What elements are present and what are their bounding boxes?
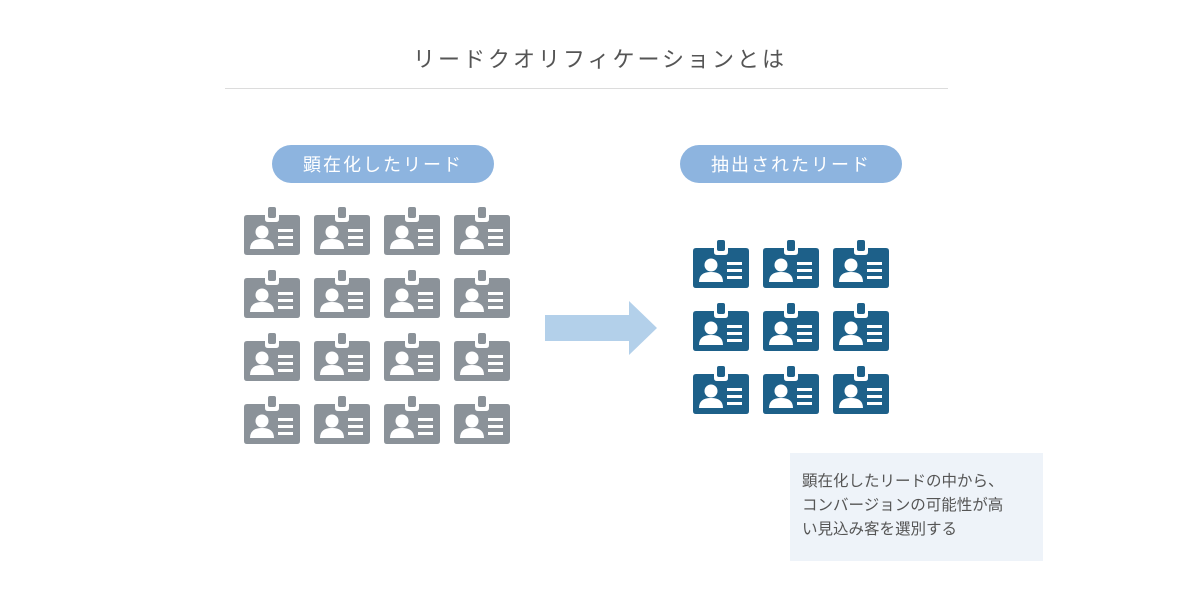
- right-lead-id-badge-icon: [693, 240, 749, 288]
- note-line: い見込み客を選別する: [802, 520, 958, 538]
- right-lead-id-badge-icon: [763, 240, 819, 288]
- left-lead-id-badge-icon: [314, 396, 370, 444]
- left-lead-id-badge-icon: [244, 396, 300, 444]
- left-lead-id-badge-icon: [454, 333, 510, 381]
- left-lead-id-badge-icon: [314, 333, 370, 381]
- description-note: 顕在化したリードの中から、 コンバージョンの可能性が高 い見込み客を選別する: [790, 453, 1043, 561]
- left-lead-id-badge-icon: [384, 396, 440, 444]
- left-lead-id-badge-icon: [244, 270, 300, 318]
- left-lead-id-badge-icon: [244, 333, 300, 381]
- right-lead-id-badge-icon: [763, 366, 819, 414]
- title-divider: [225, 88, 948, 89]
- right-lead-id-badge-icon: [763, 303, 819, 351]
- right-group-label: 抽出されたリード: [680, 145, 902, 183]
- left-lead-id-badge-icon: [454, 396, 510, 444]
- left-lead-id-badge-icon: [384, 270, 440, 318]
- right-lead-id-badge-icon: [833, 303, 889, 351]
- right-lead-id-badge-icon: [693, 303, 749, 351]
- left-lead-id-badge-icon: [384, 207, 440, 255]
- left-lead-id-badge-icon: [454, 270, 510, 318]
- left-lead-id-badge-icon: [314, 270, 370, 318]
- note-line: 顕在化したリードの中から、: [802, 472, 1004, 490]
- right-lead-id-badge-icon: [693, 366, 749, 414]
- diagram-title: リードクオリフィケーションとは: [412, 48, 788, 73]
- right-lead-id-badge-icon: [833, 240, 889, 288]
- note-line: コンバージョンの可能性が高: [802, 496, 1004, 514]
- right-lead-id-badge-icon: [833, 366, 889, 414]
- left-lead-id-badge-icon: [454, 207, 510, 255]
- left-lead-id-badge-icon: [314, 207, 370, 255]
- left-group-label: 顕在化したリード: [272, 145, 494, 183]
- left-lead-id-badge-icon: [244, 207, 300, 255]
- right-arrow-icon: [545, 301, 657, 355]
- left-lead-id-badge-icon: [384, 333, 440, 381]
